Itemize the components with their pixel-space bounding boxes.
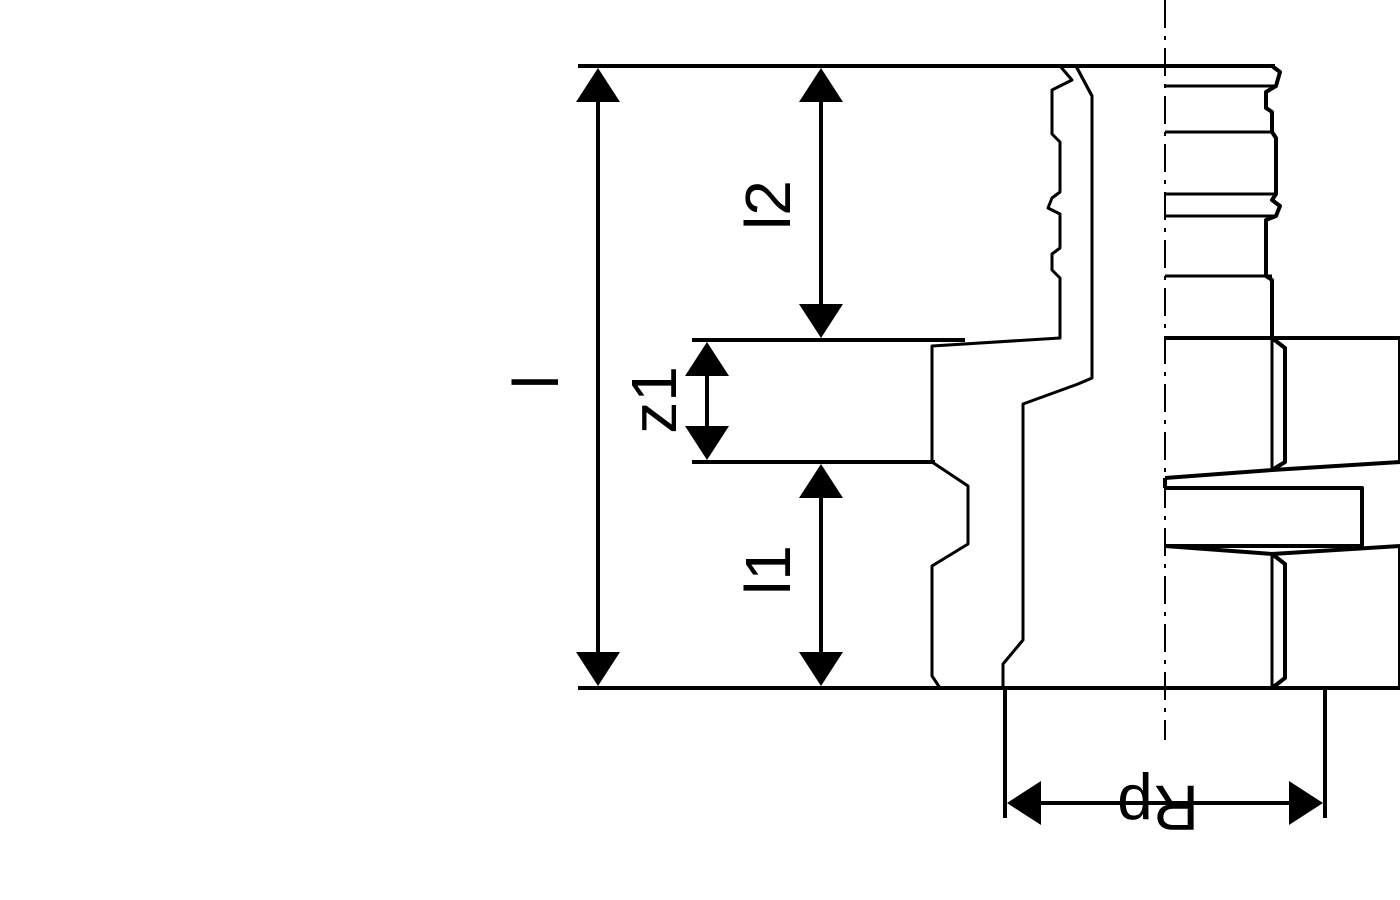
dimension-l1 xyxy=(799,464,843,686)
dimension-l2 xyxy=(799,68,843,338)
label-l1: l1 xyxy=(732,545,804,595)
sleeve-inner-edge xyxy=(1060,64,1094,97)
label-rp: Rp xyxy=(1117,772,1199,844)
dimension-rp xyxy=(1007,781,1323,825)
label-l: l xyxy=(500,375,572,389)
label-l2: l2 xyxy=(732,180,804,230)
label-z1: z1 xyxy=(618,366,690,434)
section-upper-sleeve xyxy=(930,64,1094,690)
hex-nut-exterior xyxy=(1163,336,1400,690)
dimension-l xyxy=(576,68,620,686)
pipe-end-exterior xyxy=(1165,64,1282,338)
dimension-z1 xyxy=(685,342,729,460)
